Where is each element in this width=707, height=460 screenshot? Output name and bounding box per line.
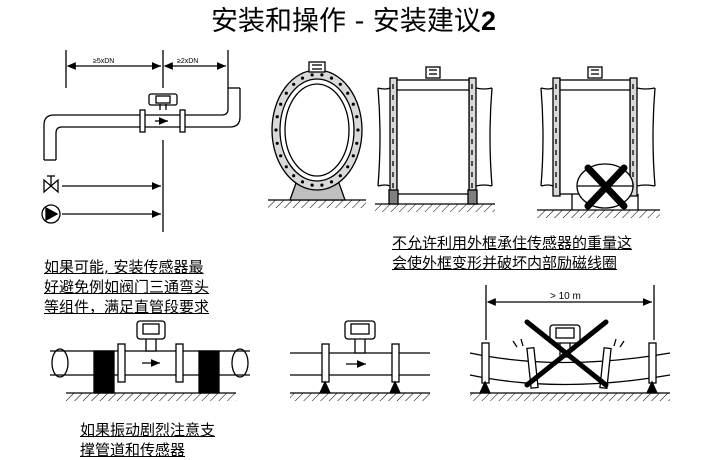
straight-run-diagram — [41, 50, 241, 232]
flange-bolt — [351, 154, 355, 158]
flange-bolt — [346, 91, 350, 95]
flange-bolt — [310, 183, 314, 187]
flange-bolt — [338, 82, 342, 86]
title-number: 2 — [480, 6, 496, 36]
flange-bolt — [284, 91, 288, 95]
flange-bolt — [279, 154, 283, 158]
flange-bolt — [275, 115, 279, 119]
dim-downstream-label: ≥2xDN — [177, 58, 198, 65]
span-length-label: > 10 m — [550, 291, 581, 302]
flange-bolt — [279, 102, 283, 106]
note-line: 如果振动剧烈注意支 — [80, 421, 216, 439]
flange-bolt — [320, 73, 324, 77]
long-span-diagram — [469, 285, 671, 401]
dim-upstream-label: ≥5xDN — [93, 58, 114, 65]
sensor-side-view-correct — [375, 66, 495, 212]
flange-bolts — [274, 73, 360, 187]
flange-bolt — [292, 82, 296, 86]
vibration-support-diagram — [50, 320, 250, 401]
title-text: 安装和操作 - 安装建议 — [211, 6, 481, 37]
flange-bolt — [355, 115, 359, 119]
page-title: 安装和操作 - 安装建议2 — [0, 4, 707, 39]
flange-bolt — [300, 180, 305, 184]
flange-bolt — [329, 76, 334, 80]
flange-bolt — [351, 102, 355, 106]
flange-bolt — [338, 174, 342, 178]
flange-bolt — [284, 165, 288, 169]
flange-support-diagram — [290, 320, 430, 401]
straight-run-note: 如果可能, 安装传感器最 好避免例如阀门三通弯头 等组件，满足直管段要求 — [44, 257, 244, 317]
flange-bolt — [292, 174, 296, 178]
flange-bolt — [275, 141, 279, 145]
flange-bolt — [300, 76, 305, 80]
note-line: 好避免例如阀门三通弯头 — [44, 278, 210, 296]
sensor-front-view — [268, 61, 366, 208]
cross-mark-icon — [524, 319, 609, 388]
flange-bolt — [310, 73, 314, 77]
note-line: 撑管道和传感器 — [80, 441, 186, 459]
flange-bolt — [355, 141, 359, 145]
note-line: 会使外框变形并破坏内部励磁线圈 — [392, 254, 618, 272]
flange-bolt — [329, 180, 334, 184]
cross-mark-icon — [584, 164, 628, 210]
note-line: 如果可能, 安装传感器最 — [44, 258, 204, 276]
flange-bolt — [274, 128, 278, 132]
flange-bolt — [356, 128, 360, 132]
flange-bolt — [320, 183, 324, 187]
note-line: 不允许利用外框承住传感器的重量这 — [392, 234, 633, 252]
housing-weight-note: 不允许利用外框承住传感器的重量这 会使外框变形并破坏内部励磁线圈 — [392, 233, 692, 273]
note-line: 等组件，满足直管段要求 — [44, 298, 210, 316]
vibration-note: 如果振动剧烈注意支 撑管道和传感器 — [80, 420, 250, 460]
flange-bolt — [346, 165, 350, 169]
